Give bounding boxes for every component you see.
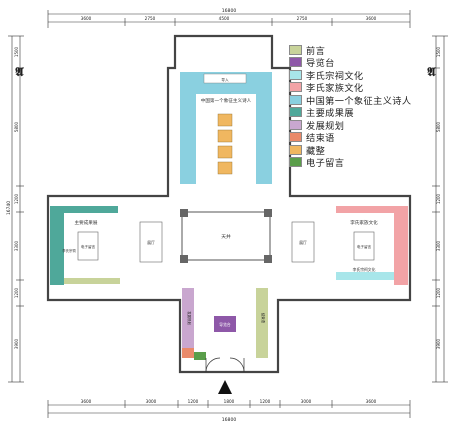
bottom-dim-6: 3000 — [301, 399, 312, 404]
bottom-corridor — [182, 288, 268, 360]
legend-label: 导览台 — [306, 58, 335, 70]
bottom-dim-3: 1200 — [188, 399, 199, 404]
legend-label: 电子留言 — [306, 158, 345, 170]
right-dim-3: 1200 — [436, 193, 441, 204]
top-total-dim: 16800 — [222, 8, 237, 14]
bottom-dim-5: 1200 — [260, 399, 271, 404]
legend-item: 发展规划 — [289, 119, 449, 132]
west-room-label: 展厅 — [147, 240, 155, 245]
legend-swatch-icon — [289, 57, 302, 68]
bottom-dim-1: 3600 — [81, 399, 92, 404]
dimension-bottom — [47, 400, 411, 418]
reception-label: 导览台 — [219, 322, 231, 327]
east-room-label: 展厅 — [299, 240, 307, 245]
legend-item: 前言 — [289, 44, 449, 57]
legend-item: 结束语 — [289, 131, 449, 145]
legend-label: 李氏宗祠文化 — [306, 70, 364, 82]
top-dim-4: 2750 — [297, 16, 308, 21]
dimension-left — [8, 35, 24, 383]
north-mark-left: ﾠ𝕬 — [4, 65, 24, 79]
right-dim-5: 1200 — [436, 287, 441, 298]
right-dim-4: 3300 — [436, 240, 441, 251]
north-mark-right: ﾠ𝕬 — [416, 65, 436, 79]
left-dim-4: 3300 — [14, 240, 19, 251]
left-total-dim: 16740 — [6, 201, 12, 215]
left-dim-1: 1500 — [14, 46, 19, 57]
left-hall — [50, 206, 120, 285]
legend-swatch-icon — [289, 157, 302, 168]
right-dim-6: 3900 — [436, 338, 441, 349]
building-outline — [46, 34, 412, 374]
dimension-top — [47, 10, 411, 28]
top-dim-2: 2750 — [145, 16, 156, 21]
atrium-label: 天井 — [221, 233, 231, 240]
legend-item: 电子留言 — [289, 156, 449, 170]
legend-swatch-icon — [289, 107, 302, 118]
bottom-total-dim: 16800 — [222, 417, 237, 423]
right-bottom-label: 李氏宗祠文化 — [353, 267, 376, 272]
legend-label: 藏整 — [306, 145, 326, 157]
top-dim-1: 3600 — [81, 16, 92, 21]
legend-label: 李氏家族文化 — [306, 83, 364, 95]
bottom-dim-4: 1800 — [224, 399, 235, 404]
left-box-label: 电子留言 — [81, 244, 96, 249]
left-dim-6: 3900 — [14, 338, 19, 349]
legend-label: 前言 — [306, 45, 326, 57]
legend-item: 主要成果展 — [289, 106, 449, 120]
side-rooms — [139, 221, 315, 263]
dimension-right — [432, 35, 448, 383]
left-dim-5: 1200 — [14, 287, 19, 298]
left-side-label: 李氏宗祠 — [62, 248, 76, 253]
legend-swatch-icon — [289, 69, 302, 80]
right-dim-2: 5800 — [436, 121, 441, 132]
bottom-dim-7: 3600 — [366, 399, 377, 404]
top-hall-label: 中国第一个象征主义诗人 — [201, 97, 252, 104]
left-corridor-label: 发展规划 — [187, 311, 192, 325]
top-small-label: 导入 — [221, 77, 229, 82]
right-dim-1: 1500 — [436, 46, 441, 57]
legend-item: 李氏家族文化 — [289, 81, 449, 95]
legend-item: 李氏宗祠文化 — [289, 69, 449, 82]
entrance-arrow-icon — [218, 380, 232, 394]
legend-swatch-icon — [289, 94, 302, 105]
legend-swatch-icon — [289, 132, 302, 143]
left-dim-3: 1200 — [14, 193, 19, 204]
top-hall-display — [180, 72, 272, 184]
right-corridor-label: 结束语 — [261, 313, 266, 324]
legend-item: 藏整 — [289, 144, 449, 157]
legend-swatch-icon — [289, 82, 302, 93]
legend-item: 中国第一个象征主义诗人 — [289, 94, 449, 107]
atrium — [180, 209, 272, 263]
legend-label: 中国第一个象征主义诗人 — [306, 95, 412, 107]
right-hall-label: 李氏家族文化 — [350, 219, 378, 226]
legend: 前言 导览台 李氏宗祠文化 李氏家族文化 中国第一个象征主义诗人 主要成果展 发… — [289, 44, 449, 169]
legend-swatch-icon — [289, 119, 302, 130]
left-hall-label: 主要成果展 — [75, 219, 98, 226]
legend-label: 结束语 — [306, 133, 335, 145]
legend-label: 主要成果展 — [306, 108, 354, 120]
legend-item: 导览台 — [289, 56, 449, 70]
legend-swatch-icon — [289, 144, 302, 155]
top-dim-5: 3600 — [366, 16, 377, 21]
bottom-dim-2: 3000 — [146, 399, 157, 404]
right-hall — [336, 206, 408, 285]
entrance — [205, 357, 245, 373]
legend-swatch-icon — [289, 44, 302, 55]
right-box-label: 电子留言 — [357, 244, 372, 249]
top-dim-3: 4500 — [219, 16, 230, 21]
left-dim-2: 5800 — [14, 121, 19, 132]
legend-label: 发展规划 — [306, 120, 345, 132]
